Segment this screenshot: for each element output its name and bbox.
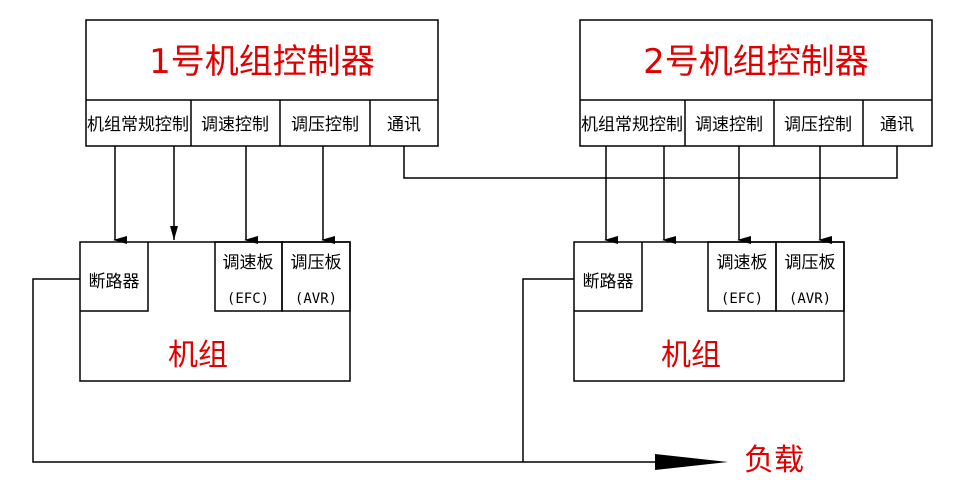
unit-1-speed-board-code: (EFC) bbox=[227, 291, 269, 307]
unit-2-breaker-box bbox=[574, 242, 643, 312]
arrow-head-c1-regular bbox=[170, 226, 178, 240]
unit-1-breaker-box bbox=[80, 242, 149, 312]
unit-2-speed-board-label: 调速板 bbox=[717, 253, 768, 273]
controller-1-function-comm: 通讯 bbox=[387, 115, 421, 135]
unit-1-voltage-board-box bbox=[281, 241, 351, 312]
controller-1-title: 1号机组控制器 bbox=[149, 42, 375, 82]
unit-1-voltage-board-code: (AVR) bbox=[295, 291, 337, 307]
controller-1 bbox=[85, 19, 439, 147]
controller-1-function-speed: 调速控制 bbox=[201, 115, 269, 135]
controller-2-function-comm: 通讯 bbox=[880, 115, 914, 135]
load-label: 负载 bbox=[744, 443, 804, 478]
communication-link bbox=[403, 146, 898, 179]
unit-2-voltage-board-box bbox=[775, 241, 845, 312]
controller-1-function-voltage: 调压控制 bbox=[291, 115, 359, 135]
controller-1-box bbox=[85, 19, 439, 147]
unit-2-voltage-board-code: (AVR) bbox=[789, 291, 831, 307]
unit-1-speed-board-label: 调速板 bbox=[223, 253, 274, 273]
controller-1-function-regular: 机组常规控制 bbox=[87, 115, 189, 135]
controller-2-box bbox=[579, 19, 933, 147]
unit-1-title: 机组 bbox=[168, 338, 228, 373]
unit-2-title: 机组 bbox=[661, 338, 721, 373]
unit-2-breaker-label: 断路器 bbox=[583, 272, 634, 292]
controller-2 bbox=[579, 19, 933, 147]
power-line-unit-2 bbox=[522, 278, 574, 462]
controller-2-function-regular: 机组常规控制 bbox=[581, 115, 683, 135]
power-line-unit-1 bbox=[32, 278, 660, 463]
controller-2-title: 2号机组控制器 bbox=[643, 42, 869, 82]
unit-2-voltage-board-label: 调压板 bbox=[785, 253, 836, 273]
unit-2-speed-board-code: (EFC) bbox=[721, 291, 763, 307]
unit-1-breaker-label: 断路器 bbox=[89, 272, 140, 292]
controller-2-function-speed: 调速控制 bbox=[695, 115, 763, 135]
unit-1-voltage-board-label: 调压板 bbox=[291, 253, 342, 273]
load-arrow-icon bbox=[655, 454, 728, 470]
controller-2-function-voltage: 调压控制 bbox=[784, 115, 852, 135]
